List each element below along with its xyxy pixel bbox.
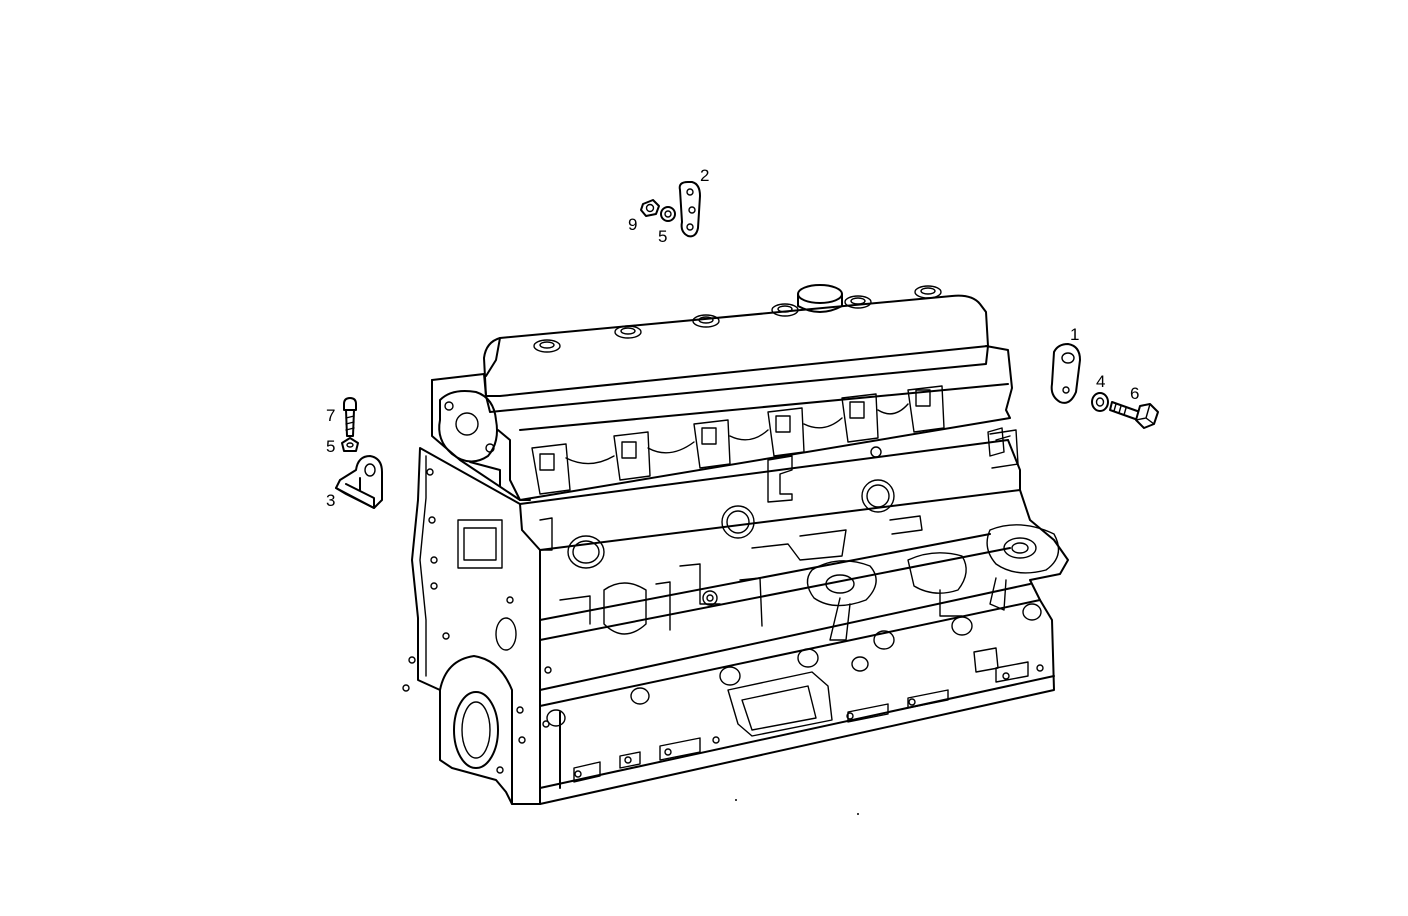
engine-block-drawing <box>402 284 1069 805</box>
callout-3: 3 <box>326 491 335 510</box>
callout-4: 4 <box>1096 372 1105 391</box>
callout-9: 9 <box>628 215 637 234</box>
callout-7: 7 <box>326 406 335 425</box>
rocker-cover <box>483 284 989 413</box>
callout-1: 1 <box>1070 325 1079 344</box>
callout-6: 6 <box>1130 384 1139 403</box>
part-3-bracket <box>335 455 383 509</box>
part-9-nut <box>640 199 660 217</box>
part-7-bolt <box>343 397 357 437</box>
cylinder-block <box>402 429 1069 805</box>
cylinder-head <box>431 345 1013 501</box>
part-4-washer <box>1091 392 1109 412</box>
part-6-bolt <box>1109 401 1159 429</box>
callout-2: 2 <box>700 166 709 185</box>
callout-5-lower: 5 <box>326 437 335 456</box>
callout-5-upper: 5 <box>658 227 667 246</box>
part-1-bracket <box>1050 343 1081 404</box>
part-2-bracket <box>678 181 701 238</box>
part-5-washer-upper <box>660 206 676 222</box>
part-5-washer-lower <box>341 437 359 452</box>
